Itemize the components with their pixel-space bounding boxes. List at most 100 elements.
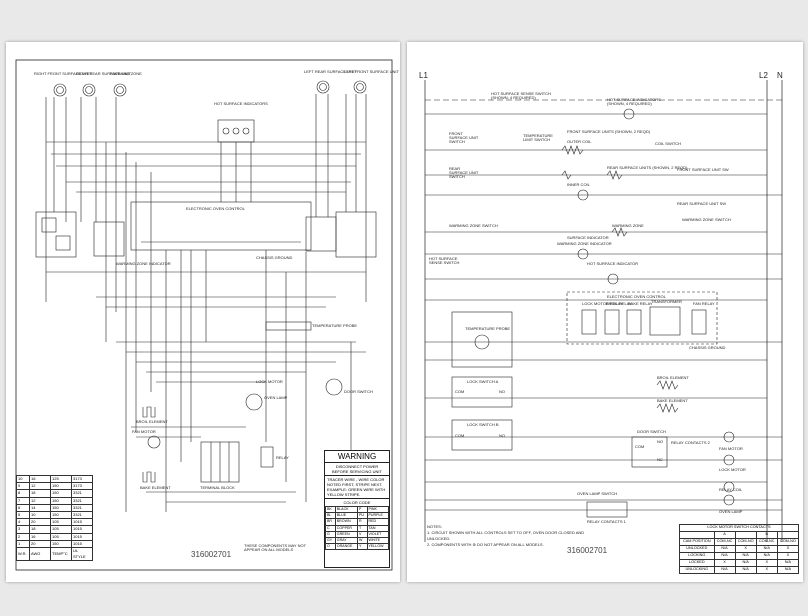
door-switch-label: DOOR SWITCH	[637, 429, 666, 434]
wire-table-cell: 3321	[71, 503, 93, 512]
wire-table-cell: 125	[50, 474, 72, 484]
transformer-label: TRANSFORMER	[651, 299, 682, 304]
color-code-cell: Y	[356, 543, 368, 551]
broil-element-label: BROIL ELEMENT	[136, 419, 168, 424]
warming-zone-label: WARMING ZONE	[110, 71, 142, 76]
lock-motor-relay-label: LOCK MOTOR RELAY	[582, 301, 623, 306]
wire-table-header-cell: AWG	[29, 546, 51, 561]
wire-table-cell: 16	[29, 474, 51, 484]
bake-element-label: BAKE ELEMENT	[657, 398, 688, 403]
wire-table-cell: 2	[16, 532, 30, 541]
switch-table-cell: LOCKED	[679, 559, 715, 567]
schematic-lines	[424, 80, 783, 542]
broil-element-label: BROIL ELEMENT	[657, 375, 689, 380]
door-nc: NC	[657, 457, 663, 462]
hot-surface-indicators-label: HOT SURFACE INDICATORS (SHOWN, 4 REQUIRE…	[607, 97, 661, 106]
wire-table-cell: 10	[16, 474, 30, 484]
switch-table-cell: X	[734, 545, 757, 553]
wire-table-cell: 150	[50, 489, 72, 498]
door-no: NO	[657, 439, 663, 444]
switch-table-cell: UNLOCKING	[679, 566, 715, 574]
footnote: THESE COMPONENTS MAY NOT APPEAR ON ALL M…	[244, 543, 307, 552]
oven-lamp-label: OVEN LAMP	[719, 509, 743, 514]
warming-zone-indicator-label: WARMING ZONE INDICATOR	[557, 241, 612, 246]
rail-n: N	[777, 71, 783, 80]
oven-lamp-switch-label: OVEN LAMP SWITCH	[577, 491, 618, 496]
wire-table-header-cell: UL STYLE	[71, 546, 93, 561]
wire-table-cell: 16	[29, 532, 51, 541]
wiring-diagram-lines	[15, 59, 393, 571]
chassis-ground-label: CHASSIS GROUND	[689, 345, 726, 350]
wire-table-cell: 3	[16, 525, 30, 534]
wire-table-cell: 105	[50, 518, 72, 527]
right-rear-unit-label: RIGHT REAR SURFACE UNIT	[76, 71, 132, 76]
fan-relay-label: FAN RELAY	[693, 301, 715, 306]
warning-line-1: DISCONNECT POWER	[335, 464, 379, 469]
wire-table-cell: 4	[16, 518, 30, 527]
broil-relay-label: BROIL RELAY	[606, 301, 632, 306]
warning-title: WARNING	[325, 451, 389, 463]
switch-table-cell: X	[713, 559, 736, 567]
relay-coil-label: RELAY COIL	[719, 487, 743, 492]
lock-switch-b-label: LOCK SWITCH B	[467, 422, 499, 427]
switch-table-header-cell	[776, 531, 800, 539]
fan-motor-label: FAN MOTOR	[132, 429, 156, 434]
schematic-sheet: L1 L2 N HOT SURFACE SENSE SWITCH (SHOWN,…	[407, 42, 803, 582]
left-rear-unit-label: LEFT REAR SURFACE UNIT	[304, 69, 357, 74]
drawing-number-right: 316002701	[567, 546, 608, 555]
lock-a-com: COM	[455, 389, 465, 394]
wire-table-cell: 3173	[71, 482, 93, 491]
bake-element-label: BAKE ELEMENT	[140, 485, 171, 490]
switch-table-header-cell	[679, 531, 715, 539]
wire-table-cell: 3321	[71, 510, 93, 520]
front-surface-unit-sw-label: FRONT SURFACE UNIT SW	[677, 167, 729, 172]
switch-table-cell: LOCKING	[679, 552, 715, 560]
lock-motor-label: LOCK MOTOR	[256, 379, 283, 384]
wire-table-cell: 3173	[71, 474, 93, 484]
wire-table-cell: 18	[29, 489, 51, 498]
switch-table-cell: N/A	[776, 559, 800, 567]
warming-zone-switch-left-label: WARMING ZONE SWITCH	[449, 223, 498, 228]
outer-coil-label: OUTER COIL	[567, 139, 592, 144]
switch-table-cell: UNLOCKED	[679, 545, 715, 553]
wire-table-cell: 20	[29, 539, 51, 548]
switch-table-header-cell: A	[713, 531, 736, 539]
switch-table-cell: N/A	[713, 545, 736, 553]
front-surface-units-label: FRONT SURFACE UNITS (SHOWN, 2 REQD)	[567, 129, 651, 134]
switch-table-cell: N/A	[755, 552, 778, 560]
rear-surface-unit-switch-label: REAR SURFACE UNIT SWITCH	[449, 166, 479, 179]
wire-table-cell: 150	[50, 539, 72, 548]
hot-surface-sense-switch-label: HOT SURFACE SENSE SWITCH	[429, 256, 460, 265]
temperature-probe-label: TEMPERATURE PROBE	[465, 326, 511, 331]
front-surface-unit-switch-label: FRONT SURFACE UNIT SWITCH	[449, 131, 479, 144]
wire-table-cell: 7	[16, 496, 30, 505]
wire-table-cell: 105	[50, 525, 72, 534]
relay-contacts-2-label: RELAY CONTACTS 2	[671, 440, 710, 445]
warming-zone-element-label: WARMING ZONE	[612, 223, 644, 228]
warning-box: WARNING DISCONNECT POWER BEFORE SERVICIN…	[324, 450, 390, 568]
color-code-cell: O	[325, 543, 336, 551]
wire-table-cell: 1015	[71, 532, 93, 541]
wire-table-cell: 150	[50, 496, 72, 505]
warming-zone-switch-right-label: WARMING ZONE SWITCH	[682, 217, 731, 222]
electronic-oven-control-label: ELECTRONIC OVEN CONTROL	[186, 206, 245, 211]
right-front-unit-label: RIGHT FRONT SURFACE UNIT	[34, 71, 92, 76]
switch-table-cell: N/A	[734, 552, 757, 560]
eoc-label: ELECTRONIC OVEN CONTROL	[607, 294, 666, 299]
fan-motor-label: FAN MOTOR	[719, 446, 743, 451]
switch-table-title-row: LOCK MOTOR SWITCH CONTACTS	[679, 524, 799, 532]
lock-b-com: COM	[455, 433, 465, 438]
lock-switch-a-label: LOCK SWITCH A	[467, 379, 499, 384]
